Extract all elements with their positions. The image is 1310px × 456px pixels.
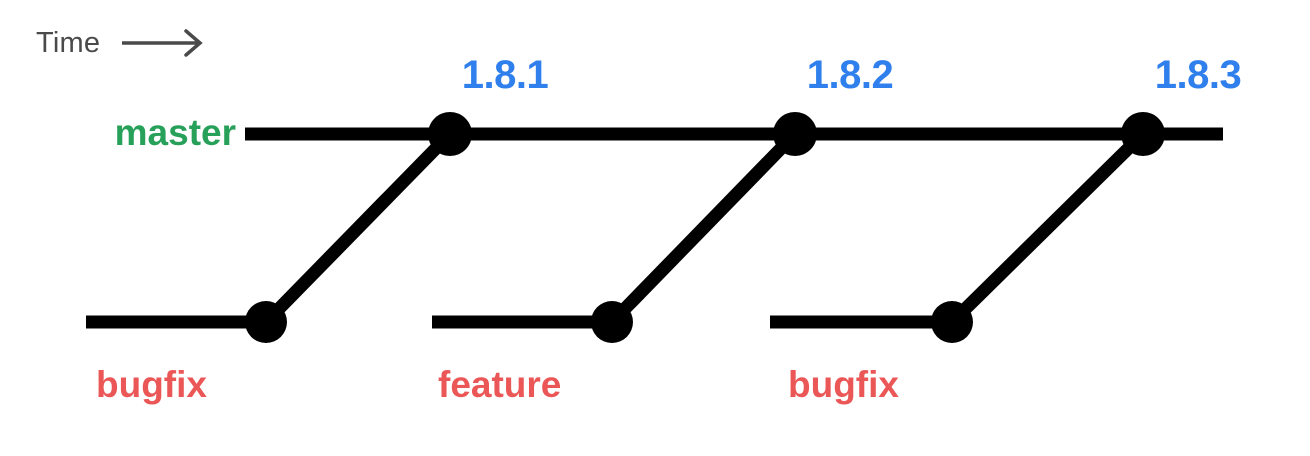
branch-label-feature: feature (438, 364, 561, 405)
merge-commit-node-1-8-1 (428, 112, 472, 156)
merge-connector-feature (607, 129, 800, 327)
branch-commit-nodes (245, 301, 973, 343)
time-axis-label: Time (36, 27, 100, 59)
arrow-right-icon (122, 29, 203, 57)
merge-commit-node-1-8-3 (1121, 112, 1165, 156)
merge-commit-node-1-8-2 (773, 112, 817, 156)
release-tag-1-8-2: 1.8.2 (807, 53, 893, 97)
master-commit-nodes (428, 112, 1165, 156)
release-tag-1-8-1: 1.8.1 (462, 53, 549, 97)
commit-node-bugfix-2 (931, 301, 973, 343)
commit-node-feature (591, 301, 633, 343)
time-axis: Time (36, 27, 203, 59)
release-tag-1-8-3: 1.8.3 (1155, 53, 1241, 97)
master-branch: master (115, 112, 1223, 153)
merge-connector-bugfix-2 (947, 129, 1148, 327)
commit-node-bugfix-1 (245, 301, 287, 343)
branch-label-bugfix-1: bugfix (96, 364, 207, 405)
release-tags: 1.8.1 1.8.2 1.8.3 (462, 53, 1242, 97)
master-branch-label: master (115, 112, 236, 153)
merge-connectors (261, 129, 1148, 327)
merge-connector-bugfix-1 (261, 129, 455, 327)
branch-labels: bugfix feature bugfix (96, 364, 899, 405)
branch-label-bugfix-2: bugfix (788, 364, 899, 405)
